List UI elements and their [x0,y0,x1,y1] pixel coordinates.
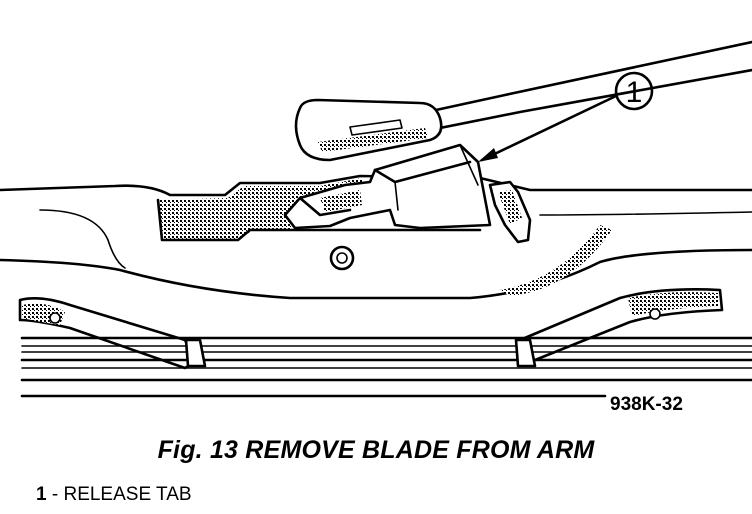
legend-number: 1 [36,484,47,505]
legend-separator: - [46,484,64,505]
figure-caption: Fig. 13 REMOVE BLADE FROM ARM [157,436,595,464]
blade-frame [0,143,752,300]
callout-1: 1 [478,71,654,162]
left-yoke [18,297,197,370]
wiper-arm [294,40,752,162]
legend-label: RELEASE TAB [63,484,192,505]
blade-rubber [20,336,752,382]
legend-item: 1 - RELEASE TAB [36,484,192,505]
callout-number: 1 [626,76,643,109]
figure-id: 938K-32 [610,394,683,415]
legend: 1 - RELEASE TAB [36,484,192,506]
right-yoke [518,288,724,362]
